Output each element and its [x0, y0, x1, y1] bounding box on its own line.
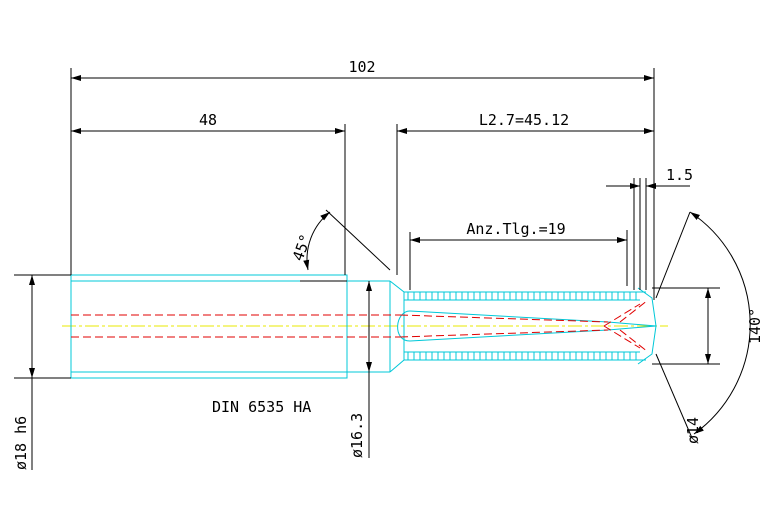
dim-teeth-label: Anz.Tlg.=19: [466, 220, 565, 238]
dim-shank-label: 48: [199, 111, 217, 129]
dim-point-angle-arc: [689, 211, 751, 435]
dim-chamfer-arc: [303, 211, 331, 271]
dim-overall-label: 102: [348, 58, 375, 76]
shank-body: [70, 274, 348, 379]
thread-teeth: [407, 292, 637, 360]
tool-outline: [70, 274, 657, 379]
dim-offset-label: 1.5: [666, 166, 693, 184]
standard-label: DIN 6535 HA: [212, 398, 311, 416]
dim-point-angle-label: 140°: [746, 308, 764, 344]
coolant-channel: [71, 299, 649, 353]
dim-neck-dia-label: ø16.3: [348, 413, 366, 458]
dim-chamfer-label: 45°: [289, 232, 315, 264]
dim-thread-label: L2.7=45.12: [479, 111, 569, 129]
dim-tip-dia-label: ø14: [684, 417, 702, 444]
dim-shank-dia-label: ø18 h6: [12, 416, 30, 470]
dimension-lines: [14, 68, 751, 470]
